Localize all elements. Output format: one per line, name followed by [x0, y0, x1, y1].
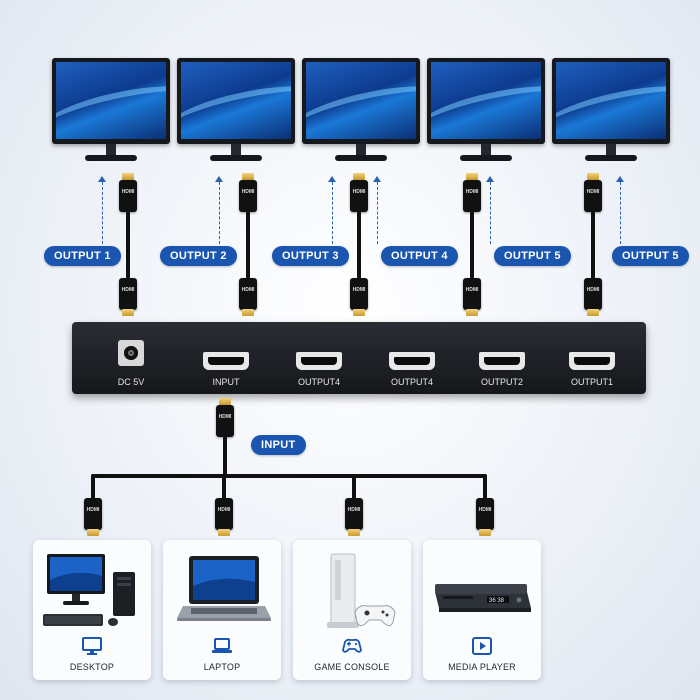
hdmi-cable [246, 211, 250, 279]
output-pill-4: OUTPUT 4 [381, 246, 458, 266]
hdmi-cable [91, 474, 487, 478]
signal-arrow [98, 176, 106, 244]
hdmi-plug: HDMI [216, 405, 234, 437]
play-icon [472, 637, 492, 655]
signal-arrow [616, 176, 624, 244]
monitor-3 [302, 58, 420, 164]
plug-tip [122, 173, 134, 180]
hdmi-cable [352, 474, 356, 500]
hdmi-cable [357, 211, 361, 279]
signal-arrow [328, 176, 336, 244]
plug-tip [353, 173, 365, 180]
hdmi-cable [222, 474, 226, 500]
laptop-illustration [177, 556, 271, 621]
plug-tip [466, 309, 478, 316]
hdmi-plug: HDMI [584, 180, 602, 212]
output-port [479, 352, 525, 370]
device-card-media-player: 36 38 MEDIA PLAYER [423, 540, 541, 680]
input-pill: INPUT [251, 435, 306, 455]
port-label-output: OUTPUT4 [390, 377, 433, 387]
output-port [389, 352, 435, 370]
plug-tip [242, 173, 254, 180]
port-label-output: OUTPUT2 [480, 377, 523, 387]
dc-power-label: DC 5V [117, 377, 145, 387]
hdmi-plug: HDMI [84, 498, 102, 530]
output-pill-6: OUTPUT 5 [612, 246, 689, 266]
plug-tip [348, 529, 360, 536]
device-card-desktop: DESKTOP [33, 540, 151, 680]
hdmi-plug: HDMI [119, 278, 137, 310]
plug-tip [587, 173, 599, 180]
hdmi-plug: HDMI [584, 278, 602, 310]
dc-power-jack [118, 340, 144, 366]
device-label: GAME CONSOLE [314, 662, 390, 672]
plug-tip [479, 529, 491, 536]
monitor-2 [177, 58, 295, 164]
plug-tip [466, 173, 478, 180]
signal-arrow [486, 176, 494, 244]
device-card-game-console: GAME CONSOLE [293, 540, 411, 680]
device-label: LAPTOP [203, 662, 241, 672]
hdmi-plug: HDMI [476, 498, 494, 530]
output-pill-3: OUTPUT 3 [272, 246, 349, 266]
port-label-input: INPUT [212, 377, 240, 387]
plug-tip [242, 309, 254, 316]
output-port [296, 352, 342, 370]
hdmi-plug: HDMI [463, 278, 481, 310]
hdmi-plug: HDMI [345, 498, 363, 530]
port-label-output: OUTPUT1 [570, 377, 613, 387]
plug-tip [122, 309, 134, 316]
gamepad-icon [342, 638, 362, 653]
hdmi-cable [91, 474, 95, 500]
hdmi-cable [470, 211, 474, 279]
hdmi-cable [126, 211, 130, 279]
desktop-illustration [43, 554, 135, 626]
hdmi-plug: HDMI [350, 180, 368, 212]
media-player-illustration: 36 38 [435, 584, 531, 612]
output-pill-2: OUTPUT 2 [160, 246, 237, 266]
device-label: MEDIA PLAYER [448, 662, 516, 672]
plug-tip [87, 529, 99, 536]
hdmi-cable [591, 211, 595, 279]
port-label-output: OUTPUT4 [297, 377, 340, 387]
svg-text:36 38: 36 38 [489, 598, 505, 604]
laptop-icon [212, 638, 232, 653]
signal-arrow [373, 176, 381, 244]
monitor-4 [427, 58, 545, 164]
plug-tip [587, 309, 599, 316]
device-label: DESKTOP [69, 662, 115, 672]
output-port [569, 352, 615, 370]
hdmi-splitter [72, 322, 646, 394]
hdmi-cable [483, 474, 487, 500]
game-console-illustration [327, 553, 396, 628]
plug-tip [353, 309, 365, 316]
hdmi-plug: HDMI [239, 180, 257, 212]
hdmi-plug: HDMI [463, 180, 481, 212]
output-pill-5: OUTPUT 5 [494, 246, 571, 266]
monitor-icon [82, 637, 102, 655]
hdmi-plug: HDMI [119, 180, 137, 212]
hdmi-plug: HDMI [350, 278, 368, 310]
hdmi-plug: HDMI [239, 278, 257, 310]
input-port [203, 352, 249, 370]
output-pill-1: OUTPUT 1 [44, 246, 121, 266]
monitor-1 [52, 58, 170, 164]
hdmi-plug: HDMI [215, 498, 233, 530]
plug-tip [218, 529, 230, 536]
hdmi-cable [223, 436, 227, 476]
signal-arrow [215, 176, 223, 244]
monitor-5 [552, 58, 670, 164]
plug-tip [219, 398, 231, 405]
device-card-laptop: LAPTOP [163, 540, 281, 680]
